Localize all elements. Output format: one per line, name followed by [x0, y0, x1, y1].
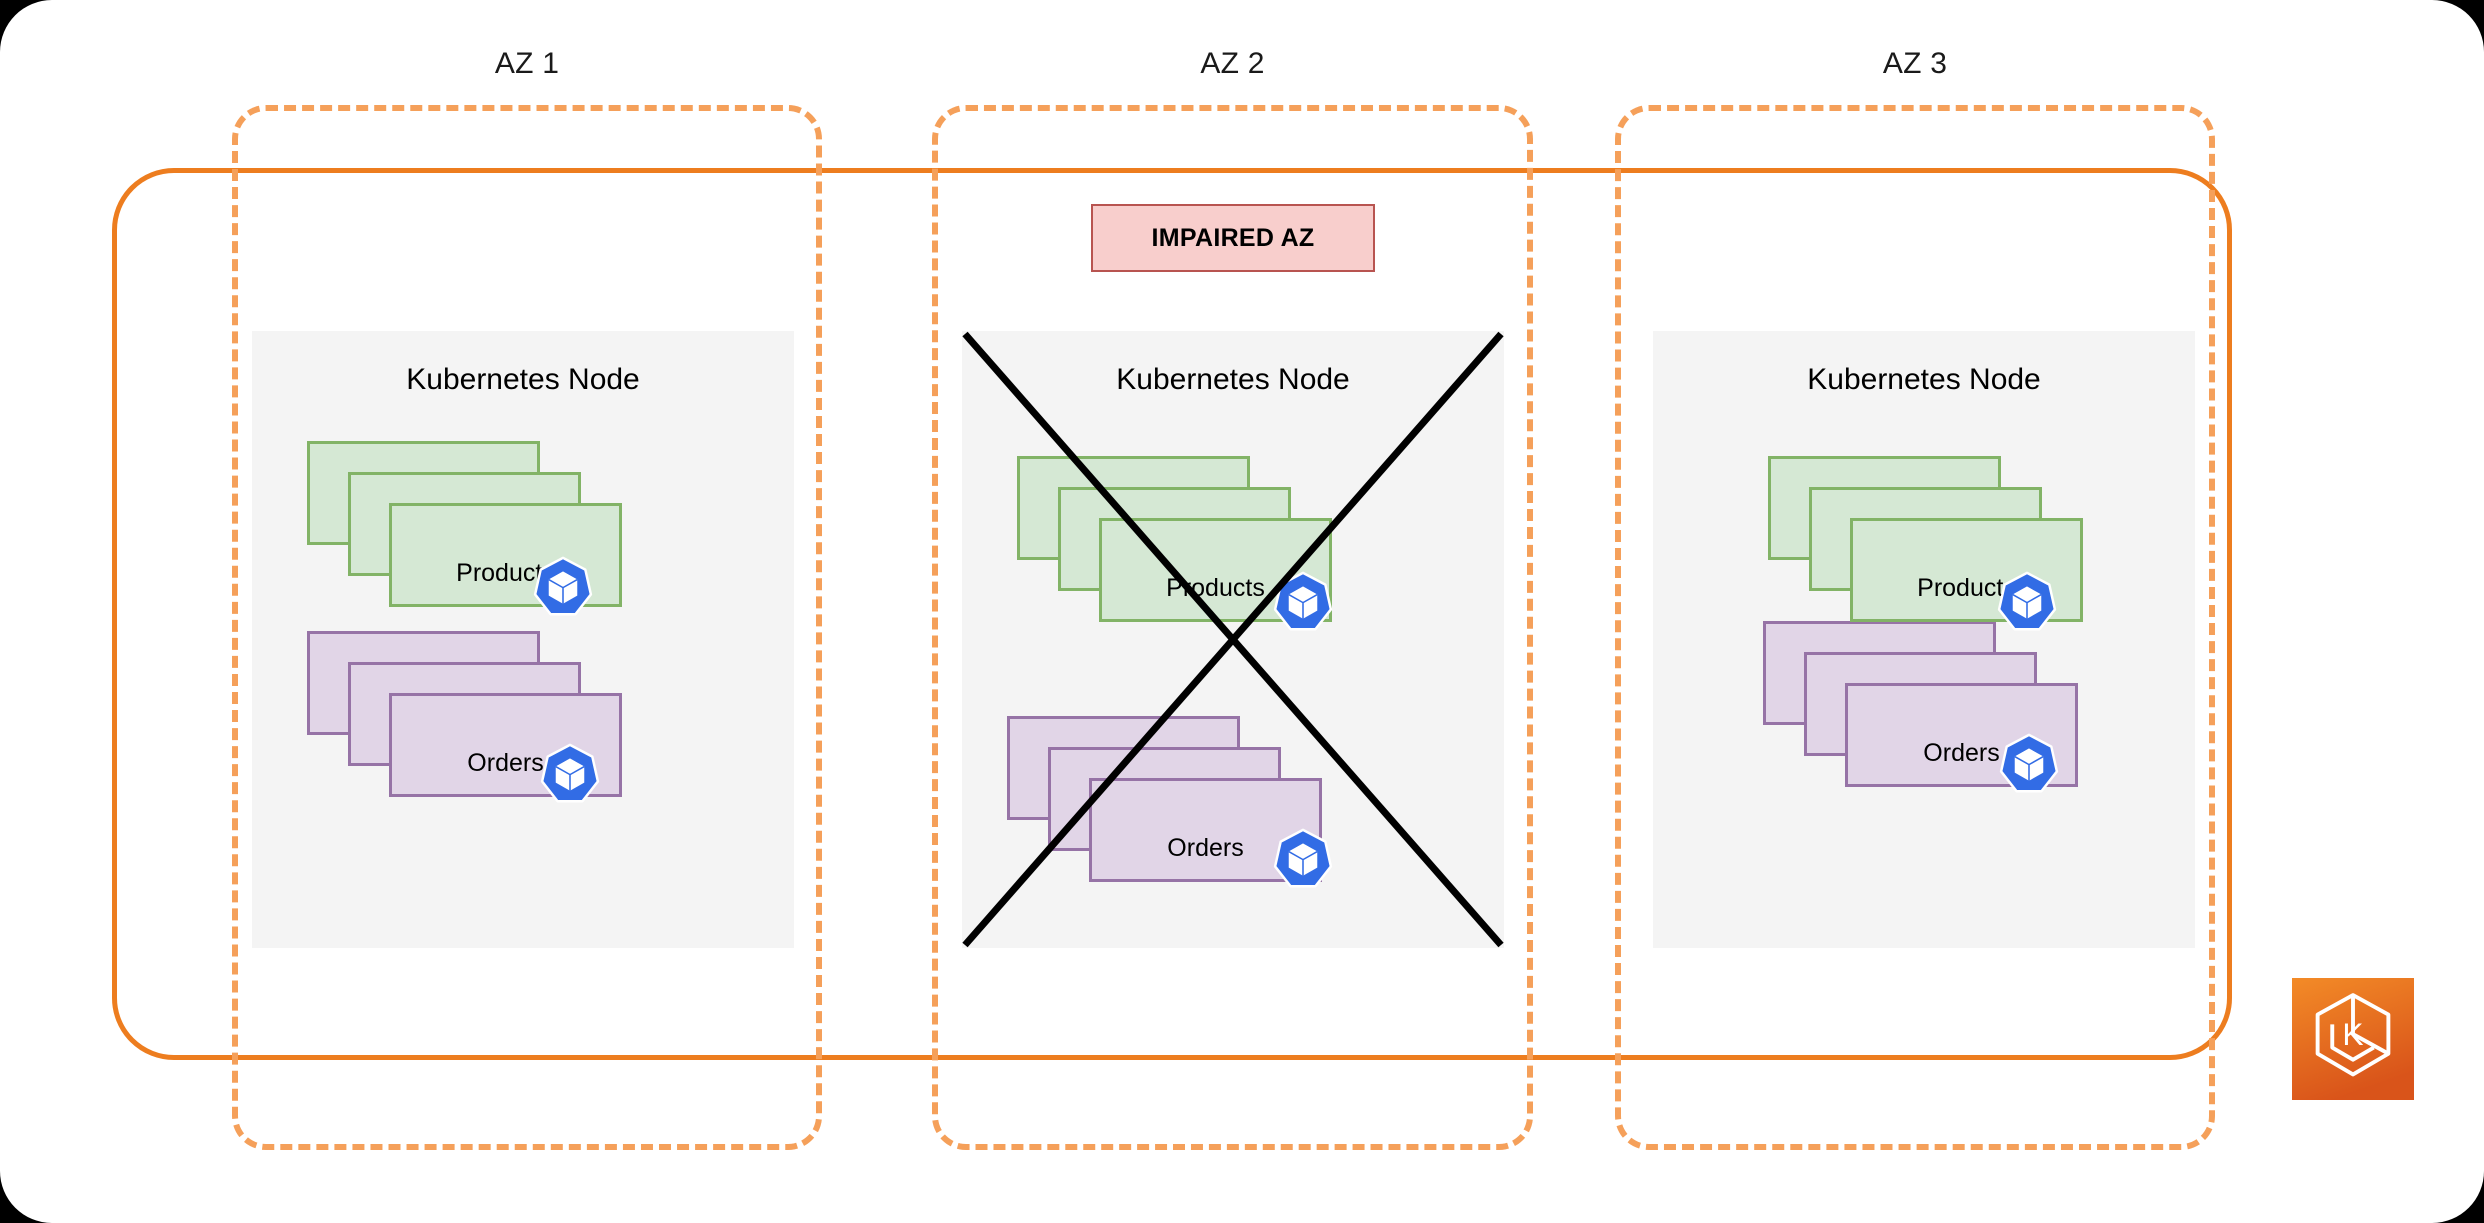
pod-stack-products-az2: Products: [1017, 456, 1367, 636]
az-label-1: AZ 1: [494, 47, 560, 80]
kubernetes-icon: [539, 743, 601, 805]
pod-replica: Products: [389, 503, 622, 607]
pod-label-orders-az1: Orders: [467, 749, 544, 777]
impaired-az-status-badge: IMPAIRED AZ: [1091, 204, 1375, 272]
pod-stack-orders-az3: Orders: [1763, 621, 2113, 801]
kubernetes-icon: [1996, 571, 2058, 633]
svg-text:K: K: [2342, 1016, 2363, 1052]
aws-eks-icon: K: [2292, 978, 2414, 1100]
kubernetes-icon: [532, 556, 594, 618]
az-boundary-2: [932, 105, 1533, 1150]
az-boundary-3: [1615, 105, 2215, 1150]
kubernetes-node-title-az1: Kubernetes Node: [406, 363, 640, 396]
impaired-az-label: IMPAIRED AZ: [1151, 223, 1315, 252]
pod-stack-orders-az2: Orders: [1007, 716, 1357, 896]
pod-stack-orders-az1: Orders: [307, 631, 657, 811]
az-label-2: AZ 2: [1200, 47, 1265, 80]
kubernetes-node-az1: Kubernetes Node Products Orders: [252, 331, 794, 948]
kubernetes-node-az3: Kubernetes Node Products Orders: [1653, 331, 2195, 948]
kubernetes-icon: [1272, 828, 1334, 890]
pod-label-products-az3: Products: [1917, 574, 2016, 602]
eks-cluster-boundary: [112, 168, 2232, 1060]
az-label-3: AZ 3: [1882, 47, 1948, 80]
pod-stack-products-az3: Products: [1768, 456, 2118, 636]
kubernetes-node-title-az3: Kubernetes Node: [1807, 363, 2041, 396]
kubernetes-node-az2: Kubernetes Node Products Orders: [962, 331, 1504, 948]
kubernetes-icon: [1272, 571, 1334, 633]
az-boundary-1: [232, 105, 822, 1150]
kubernetes-icon: [1998, 733, 2060, 795]
pod-stack-products-az1: Products: [307, 441, 657, 621]
pod-label-orders-az3: Orders: [1923, 739, 2000, 767]
kubernetes-node-title-az2: Kubernetes Node: [1116, 363, 1350, 396]
